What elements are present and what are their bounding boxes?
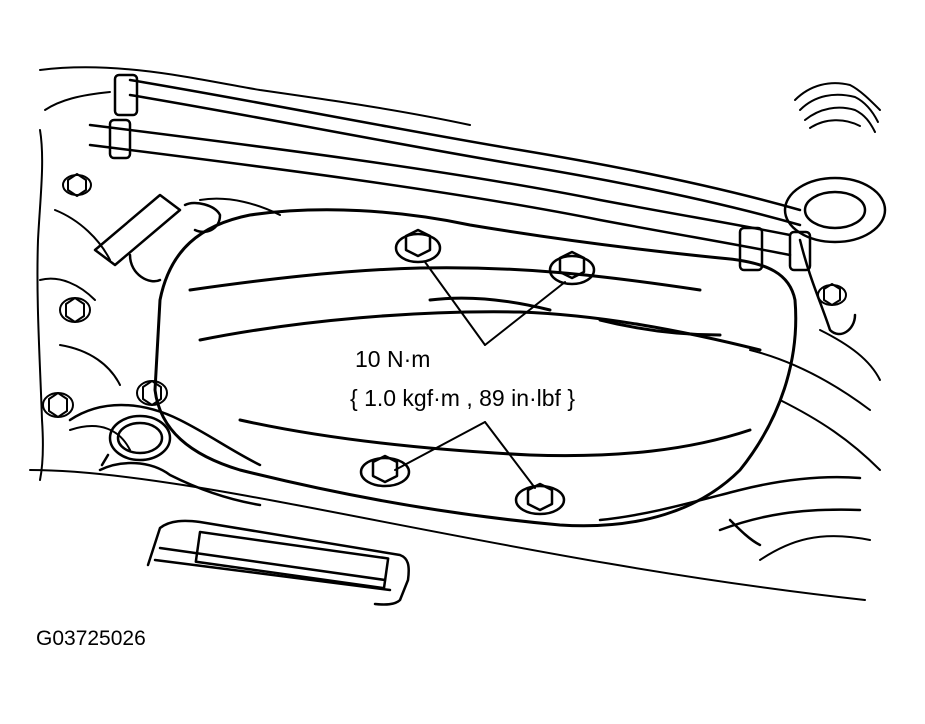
exhaust-pipe xyxy=(598,475,862,547)
torque-value-label: 10 N·m xyxy=(355,346,431,372)
bolt-icon xyxy=(136,380,168,406)
bolt-icon xyxy=(59,297,91,323)
torque-alternate-label: { 1.0 kgf·m , 89 in·lbf } xyxy=(350,385,576,411)
bolt-icon xyxy=(42,392,74,418)
pipe-fitting xyxy=(93,193,222,283)
bolt-icon xyxy=(359,454,411,488)
leader-line xyxy=(394,261,566,489)
hose-clamp xyxy=(68,403,262,507)
bolt-icon xyxy=(394,228,442,264)
bolt-icon xyxy=(62,173,92,197)
bolt-icon xyxy=(514,482,566,516)
engine-block xyxy=(29,66,881,601)
figure-id-label: G03725026 xyxy=(36,627,146,650)
heat-insulator xyxy=(153,208,798,528)
bracket-ring xyxy=(783,176,887,336)
bolt-icon xyxy=(817,283,847,306)
oil-filler-cap xyxy=(794,82,881,133)
front-panel xyxy=(146,519,410,606)
bolt-icon xyxy=(548,250,596,286)
fuel-hose xyxy=(88,73,812,272)
